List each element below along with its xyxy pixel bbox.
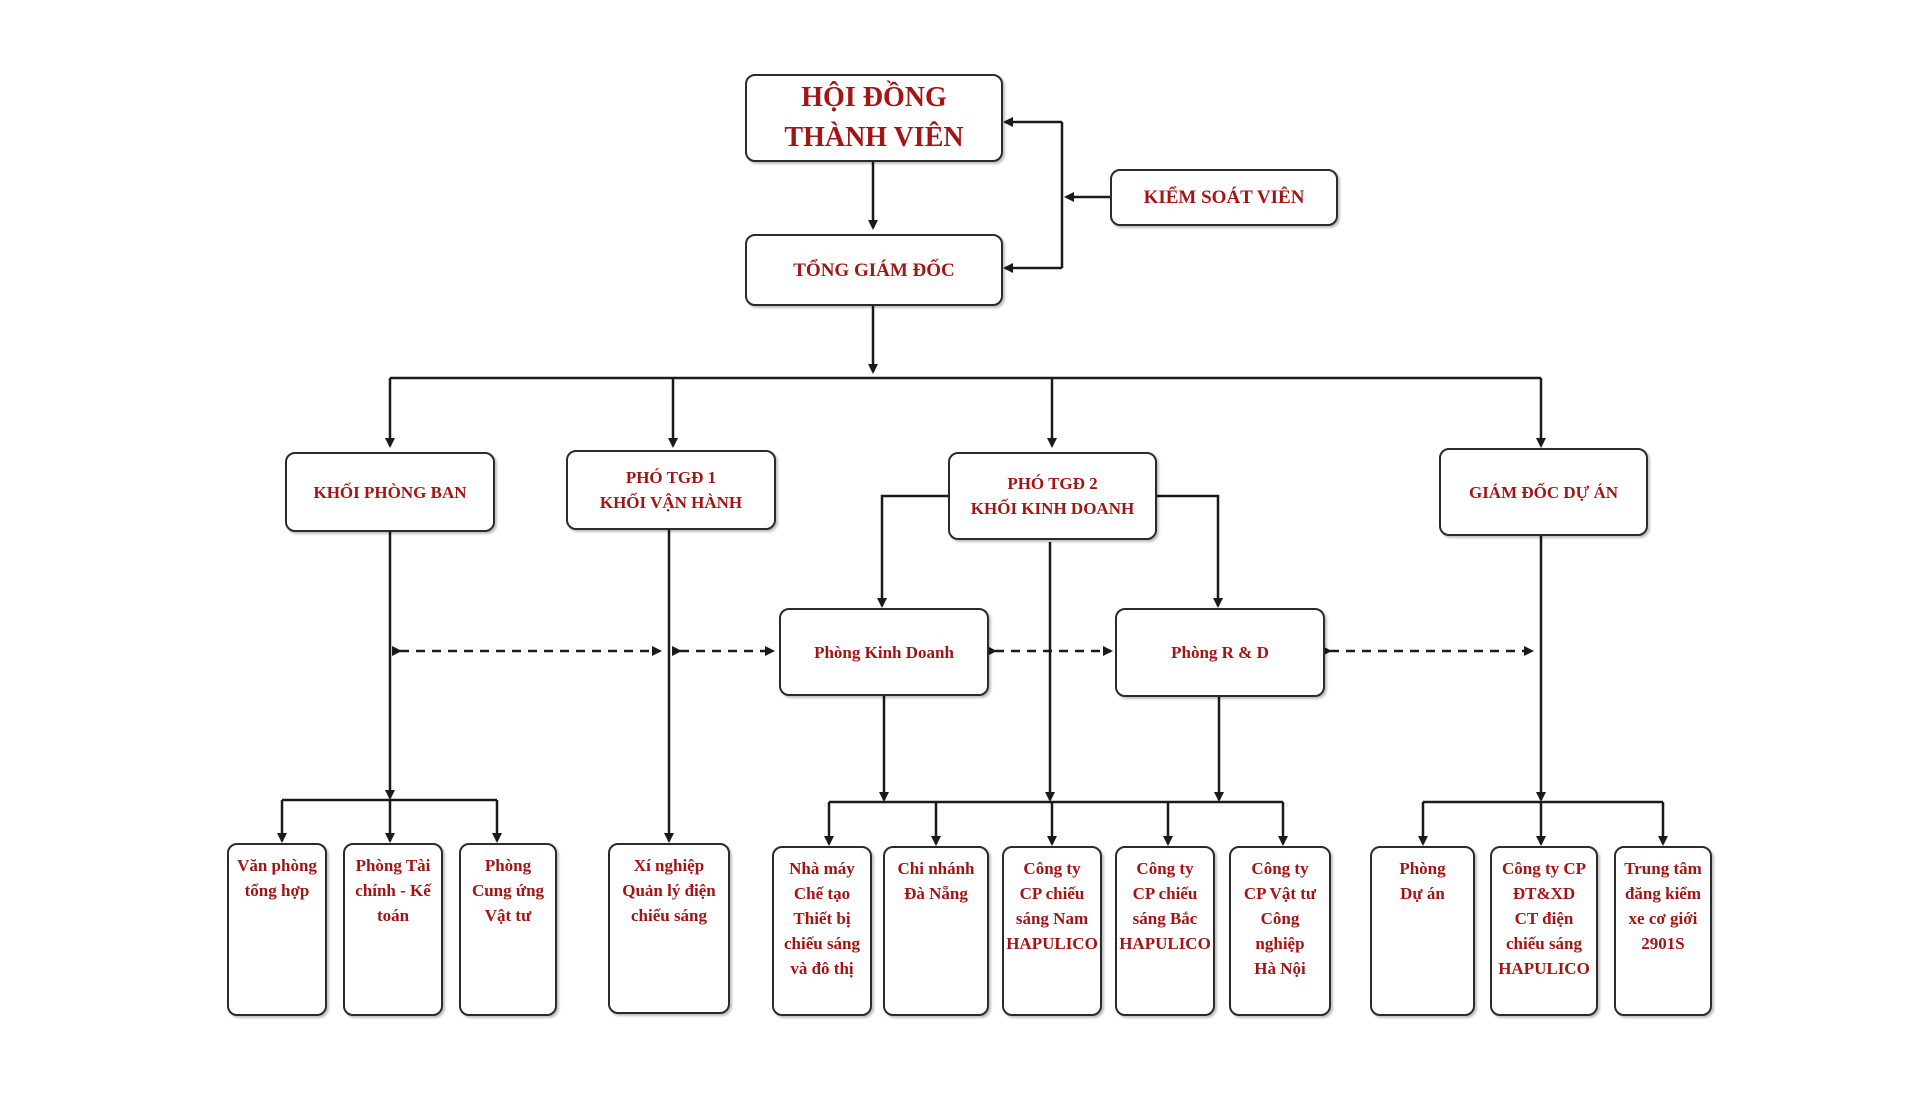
van-phong-tong-hop-label: Văn phòng tổng hợp xyxy=(237,856,317,900)
tong-giam-doc-label: TỔNG GIÁM ĐỐC xyxy=(793,259,955,281)
giam-doc-du-an-label: GIÁM ĐỐC DỰ ÁN xyxy=(1468,482,1619,502)
hoi-dong-thanh-vien-label: HỘI ĐỒNG THÀNH VIÊN xyxy=(784,82,964,153)
phong-du-an-box: Phòng Dự án xyxy=(1370,846,1475,1016)
cong-ty-chieu-sang-bac-label: Công ty CP chiếu sáng Bắc HAPULICO xyxy=(1119,859,1211,953)
phong-kinh-doanh-label: Phòng Kinh Doanh xyxy=(814,642,954,662)
cong-ty-chieu-sang-nam-box: Công ty CP chiếu sáng Nam HAPULICO xyxy=(1002,846,1102,1016)
pho-tgd-1-box: PHÓ TGĐ 1 KHỐI VẬN HÀNH xyxy=(566,450,776,530)
khoi-phong-ban-box: KHỐI PHÒNG BAN xyxy=(285,452,495,532)
phong-cung-ung-vat-tu-label: Phòng Cung ứng Vật tư xyxy=(471,856,545,925)
van-phong-tong-hop-box: Văn phòng tổng hợp xyxy=(227,843,327,1016)
kiem-soat-vien-box: KIỂM SOÁT VIÊN xyxy=(1110,169,1338,226)
nha-may-che-tao-label: Nhà máy Chế tạo Thiết bị chiếu sáng và đ… xyxy=(783,859,861,978)
cong-ty-vat-tu-cong-nghiep-box: Công ty CP Vật tư Công nghiệp Hà Nội xyxy=(1229,846,1331,1016)
trung-tam-dang-kiem-box: Trung tâm đăng kiểm xe cơ giới 2901S xyxy=(1614,846,1712,1016)
phong-rd-label: Phòng R & D xyxy=(1171,643,1269,662)
cong-ty-dt-xd-label: Công ty CP ĐT&XD CT điện chiếu sáng HAPU… xyxy=(1498,859,1590,978)
giam-doc-du-an-box: GIÁM ĐỐC DỰ ÁN xyxy=(1439,448,1648,536)
pho-tgd-2-label: PHÓ TGĐ 2 KHỐI KINH DOANH xyxy=(970,474,1135,518)
phong-du-an-label: Phòng Dự án xyxy=(1399,859,1446,903)
cong-ty-vat-tu-cong-nghiep-label: Công ty CP Vật tư Công nghiệp Hà Nội xyxy=(1243,859,1317,978)
trung-tam-dang-kiem-label: Trung tâm đăng kiểm xe cơ giới 2901S xyxy=(1624,859,1702,953)
phong-tai-chinh-ke-toan-box: Phòng Tài chính - Kế toán xyxy=(343,843,443,1016)
kiem-soat-vien-label: KIỂM SOÁT VIÊN xyxy=(1143,187,1305,208)
phong-kinh-doanh-box: Phòng Kinh Doanh xyxy=(779,608,989,696)
phong-rd-box: Phòng R & D xyxy=(1115,608,1325,697)
xi-nghiep-quan-ly-label: Xí nghiệp Quản lý điện chiếu sáng xyxy=(622,856,716,925)
pho-tgd-2-box: PHÓ TGĐ 2 KHỐI KINH DOANH xyxy=(948,452,1157,540)
khoi-phong-ban-label: KHỐI PHÒNG BAN xyxy=(313,482,467,502)
nha-may-che-tao-box: Nhà máy Chế tạo Thiết bị chiếu sáng và đ… xyxy=(772,846,872,1016)
cong-ty-chieu-sang-bac-box: Công ty CP chiếu sáng Bắc HAPULICO xyxy=(1115,846,1215,1016)
phong-tai-chinh-ke-toan-label: Phòng Tài chính - Kế toán xyxy=(355,856,431,925)
chi-nhanh-da-nang-label: Chi nhánh Đà Nẵng xyxy=(897,859,975,903)
cong-ty-dt-xd-box: Công ty CP ĐT&XD CT điện chiếu sáng HAPU… xyxy=(1490,846,1598,1016)
pho-tgd-1-label: PHÓ TGĐ 1 KHỐI VẬN HÀNH xyxy=(599,468,743,512)
cong-ty-chieu-sang-nam-label: Công ty CP chiếu sáng Nam HAPULICO xyxy=(1006,859,1098,953)
phong-cung-ung-vat-tu-box: Phòng Cung ứng Vật tư xyxy=(459,843,557,1016)
xi-nghiep-quan-ly-box: Xí nghiệp Quản lý điện chiếu sáng xyxy=(608,843,730,1014)
hoi-dong-thanh-vien-box: HỘI ĐỒNG THÀNH VIÊN xyxy=(745,74,1003,162)
tong-giam-doc-box: TỔNG GIÁM ĐỐC xyxy=(745,234,1003,306)
chi-nhanh-da-nang-box: Chi nhánh Đà Nẵng xyxy=(883,846,989,1016)
